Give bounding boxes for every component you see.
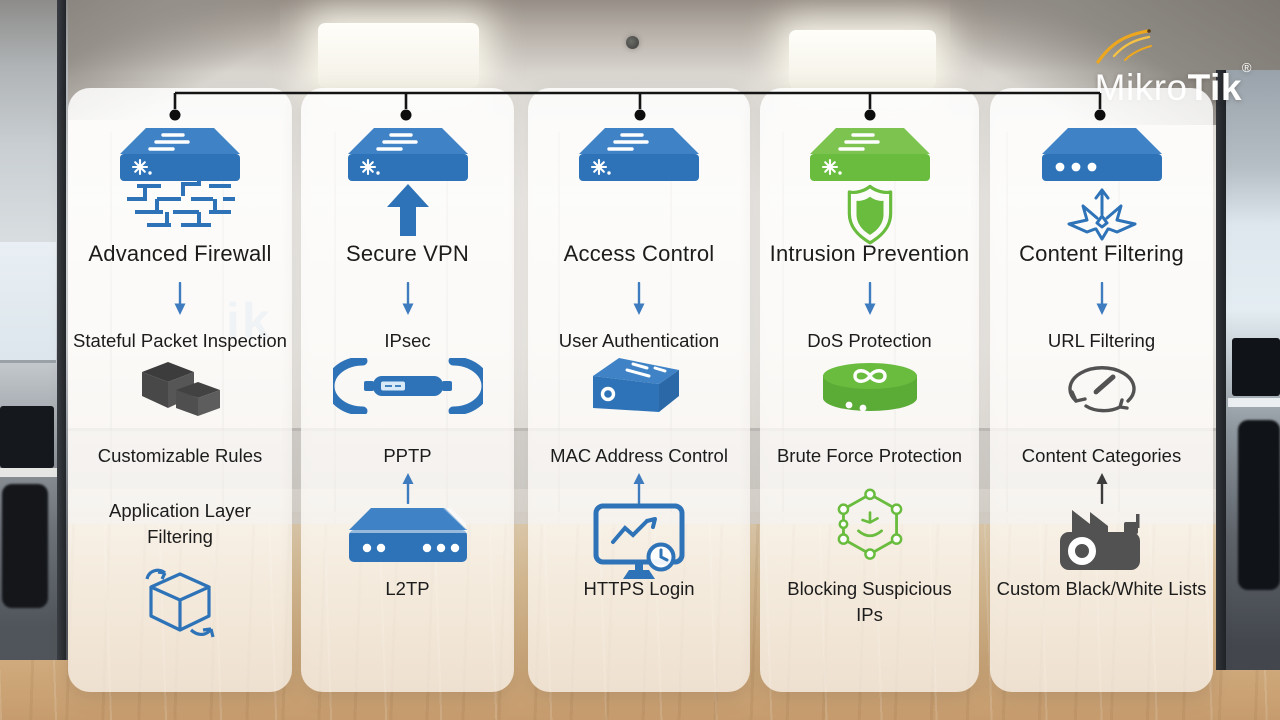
smoke-detector: [626, 36, 639, 49]
column-advanced-firewall: Advanced Firewall Stateful Packet Inspec…: [68, 88, 292, 692]
down-arrow-icon: [633, 282, 645, 315]
feature-label: DoS Protection: [807, 330, 932, 351]
column-title: Advanced Firewall: [88, 241, 272, 266]
column-secure-vpn: Secure VPN IPsec PPTP L2TP: [301, 88, 514, 692]
monitor: [1232, 338, 1280, 396]
router-device-icon: [347, 128, 468, 181]
infinity-disk-icon: [822, 363, 917, 412]
solid-up-arrow-icon: [386, 184, 429, 236]
registered-mark: ®: [1241, 60, 1252, 75]
monitor-stats-clock-icon: [593, 503, 685, 579]
feature-label: Stateful Packet Inspection: [73, 330, 287, 351]
feature-label: L2TP: [385, 578, 430, 599]
connector-line: [169, 91, 1106, 121]
feature-label: HTTPS Login: [583, 578, 695, 599]
router-3d-icon: [348, 508, 467, 562]
ceiling-light-panel: [789, 30, 936, 89]
window: [0, 242, 56, 363]
access-device-icon: [593, 358, 679, 412]
ceiling-light-panel: [318, 23, 479, 88]
feature-label: URL Filtering: [1047, 330, 1156, 351]
up-arrow-dark-icon: [1096, 473, 1107, 504]
office-chair: [2, 484, 48, 608]
column-title: Secure VPN: [345, 241, 470, 266]
router-device-icon: [579, 128, 699, 181]
glass-frame: [57, 0, 66, 660]
desk: [0, 468, 62, 477]
firewall-maze-icon: [127, 172, 235, 227]
column-title: Content Filtering: [1019, 241, 1184, 266]
feature-label: PPTP: [383, 445, 432, 466]
column-title: Intrusion Prevention: [769, 241, 970, 266]
desk: [1228, 398, 1280, 407]
feature-label: Custom Black/White Lists: [996, 578, 1207, 599]
office-chair: [1238, 420, 1280, 590]
column-content-filtering: Content Filtering URL Filtering Content …: [990, 88, 1213, 692]
web-cycle-icon: [1067, 366, 1136, 413]
feature-label: IPsec: [384, 330, 431, 351]
feature-label: Customizable Rules: [97, 445, 263, 466]
feature-label: Blocking Suspicious IPs: [787, 578, 952, 625]
router-device-dots-icon: [1041, 128, 1162, 181]
down-arrow-icon: [174, 282, 186, 315]
feature-label: Application Layer Filtering: [109, 500, 251, 547]
burst-star-arrow-icon: [1067, 188, 1136, 241]
column-intrusion-prevention: Intrusion Prevention DoS Protection Brut…: [760, 88, 979, 692]
monitor: [0, 406, 54, 468]
down-arrow-icon: [402, 282, 413, 315]
up-arrow-icon: [402, 473, 413, 504]
app-layer-box-icon: [145, 568, 215, 638]
router-device-icon: [120, 128, 240, 181]
down-arrow-icon: [864, 282, 875, 315]
logo-bird-icon: [1096, 29, 1152, 64]
shield-icon: [847, 184, 892, 245]
network-nodes-icon: [837, 488, 902, 560]
column-access-control: Access Control User Authentication MAC A…: [528, 88, 750, 692]
left-office-scene: [0, 0, 68, 660]
vpn-tunnel-icon: [332, 358, 483, 414]
down-arrow-icon: [1096, 282, 1107, 315]
glass-frame: [1216, 70, 1226, 670]
feature-label: User Authentication: [558, 330, 720, 351]
factory-icon: [1059, 510, 1140, 570]
parcel-boxes-icon: [142, 362, 220, 416]
feature-label: MAC Address Control: [550, 445, 728, 466]
feature-label: Content Categories: [1021, 445, 1182, 466]
router-device-icon-green: [809, 128, 930, 181]
column-title: Access Control: [563, 241, 715, 266]
feature-label: Brute Force Protection: [776, 445, 963, 466]
up-arrow-icon: [633, 473, 645, 504]
